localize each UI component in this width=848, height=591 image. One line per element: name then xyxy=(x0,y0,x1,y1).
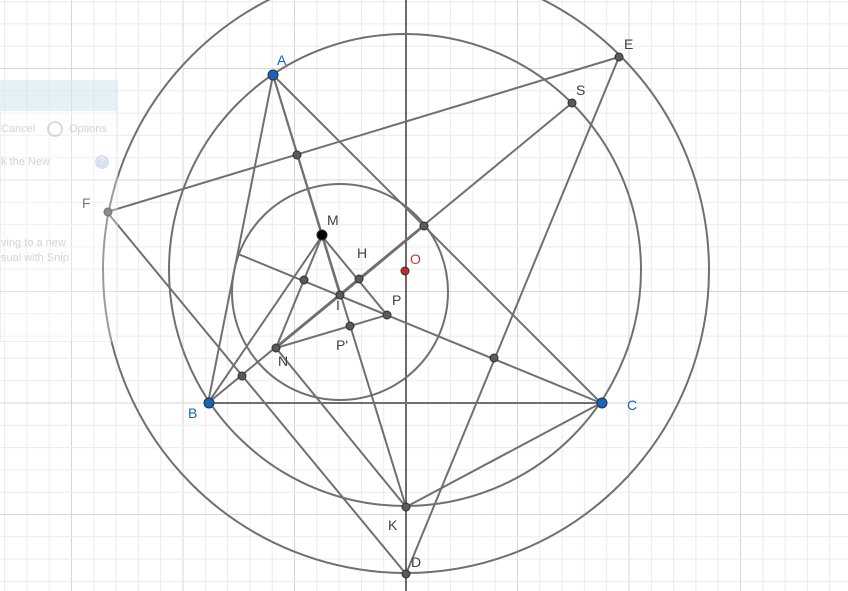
label-h: H xyxy=(357,245,367,261)
point-d[interactable] xyxy=(401,569,411,579)
point-h[interactable] xyxy=(354,274,364,284)
label-c: C xyxy=(627,397,637,413)
point-aux-bf[interactable] xyxy=(237,371,247,381)
point-f[interactable] xyxy=(103,207,113,217)
labels: A B C D E F H I K M N O P P' S xyxy=(82,36,637,570)
line-f-e[interactable] xyxy=(106,56,620,213)
label-o: O xyxy=(410,251,421,267)
triangle-abc[interactable] xyxy=(206,74,604,404)
ghost-panel-header xyxy=(1,81,117,111)
label-n: N xyxy=(278,353,288,369)
line-m-n[interactable] xyxy=(275,235,323,349)
label-i: I xyxy=(336,297,340,313)
line-ghost-c[interactable] xyxy=(237,253,602,404)
point-n[interactable] xyxy=(271,343,281,353)
label-a: A xyxy=(277,52,287,68)
info-line-1: ving to a new xyxy=(1,237,66,249)
line-n-p[interactable] xyxy=(275,314,388,349)
line-m-p[interactable] xyxy=(321,235,388,316)
nine-point-circle[interactable] xyxy=(231,183,449,401)
label-k: K xyxy=(388,517,398,533)
label-f: F xyxy=(82,195,91,211)
point-k[interactable] xyxy=(401,502,411,512)
point-p[interactable] xyxy=(382,310,392,320)
lines xyxy=(106,56,620,575)
point-e[interactable] xyxy=(614,52,624,62)
label-b: B xyxy=(188,405,197,421)
point-aux-ac[interactable] xyxy=(419,221,429,231)
label-s: S xyxy=(576,82,585,98)
line-e-d[interactable] xyxy=(405,56,620,575)
line-b-m[interactable] xyxy=(207,235,323,404)
point-aux-bc[interactable] xyxy=(489,353,499,363)
point-o[interactable] xyxy=(400,266,410,276)
line-k-c[interactable] xyxy=(405,402,602,508)
label-e: E xyxy=(624,36,633,52)
label-p: P xyxy=(392,292,401,308)
point-aux-ab[interactable] xyxy=(292,150,302,160)
line-n-h[interactable] xyxy=(275,279,360,349)
points xyxy=(103,52,624,579)
info-line-2: sual with Snip xyxy=(1,252,69,264)
help-icon[interactable]: ? xyxy=(95,155,109,169)
point-i[interactable] xyxy=(335,290,345,300)
ghost-snip-panel: Cancel Options k the New ? ving to a new… xyxy=(0,80,118,342)
label-d: D xyxy=(411,554,421,570)
point-s[interactable] xyxy=(567,98,577,108)
line-n-k[interactable] xyxy=(275,347,407,508)
point-m[interactable] xyxy=(316,229,328,241)
line-h-o[interactable] xyxy=(358,225,425,281)
point-a[interactable] xyxy=(267,69,279,81)
line-a-i[interactable] xyxy=(272,74,341,296)
point-p-prime[interactable] xyxy=(345,321,355,331)
line-f-d[interactable] xyxy=(106,211,407,575)
options-button[interactable]: Options xyxy=(69,123,107,135)
check-text: k the New xyxy=(1,156,50,168)
point-aux-mn[interactable] xyxy=(299,275,309,285)
cancel-button[interactable]: Cancel xyxy=(1,123,36,135)
label-p-prime: P' xyxy=(336,337,348,353)
point-c[interactable] xyxy=(596,397,608,409)
point-b[interactable] xyxy=(203,397,215,409)
label-m: M xyxy=(327,212,339,228)
gear-icon xyxy=(47,121,63,137)
